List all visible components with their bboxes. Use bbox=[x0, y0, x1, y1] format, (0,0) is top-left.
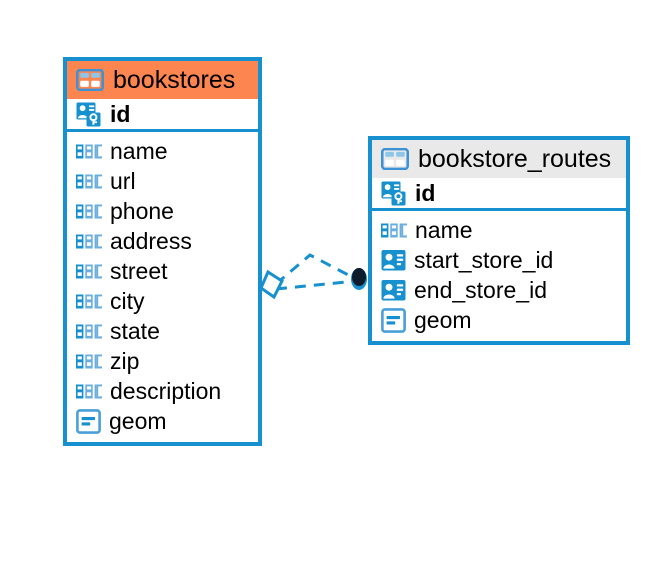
filled-circle-marker bbox=[352, 268, 366, 286]
table-icon bbox=[76, 69, 104, 92]
field-row-name[interactable]: name bbox=[67, 136, 258, 166]
field-row-address[interactable]: address bbox=[67, 226, 258, 256]
field-label-description: description bbox=[110, 377, 222, 404]
field-label-geom: geom bbox=[109, 407, 167, 434]
field-row-state[interactable]: state bbox=[67, 316, 258, 346]
foreign-key-icon bbox=[381, 278, 406, 302]
abc-text-icon bbox=[76, 293, 102, 309]
field-label-id: id bbox=[415, 179, 436, 206]
field-list-bookstores: name url bbox=[67, 132, 258, 442]
abc-text-icon bbox=[76, 263, 102, 279]
field-row-street[interactable]: street bbox=[67, 256, 258, 286]
field-row-phone[interactable]: phone bbox=[67, 196, 258, 226]
field-label-geom: geom bbox=[414, 306, 472, 333]
field-row-description[interactable]: description bbox=[67, 376, 258, 406]
field-label-name: name bbox=[415, 216, 473, 243]
field-row-zip[interactable]: zip bbox=[67, 346, 258, 376]
field-row-id[interactable]: id bbox=[67, 99, 258, 129]
field-row-url[interactable]: url bbox=[67, 166, 258, 196]
geometry-icon bbox=[76, 408, 101, 434]
primary-key-icon bbox=[381, 180, 407, 206]
field-row-id[interactable]: id bbox=[372, 178, 626, 208]
field-list-bookstore-routes: name start_store_id bbox=[372, 211, 626, 341]
field-label-start-store-id: start_store_id bbox=[414, 246, 554, 273]
field-label-end-store-id: end_store_id bbox=[414, 276, 547, 303]
entity-header-bookstores[interactable]: bookstores bbox=[67, 61, 258, 100]
abc-text-icon bbox=[76, 383, 102, 399]
abc-text-icon bbox=[76, 173, 102, 189]
field-row-end-store-id[interactable]: end_store_id bbox=[372, 275, 626, 305]
field-label-name: name bbox=[110, 137, 168, 164]
foreign-key-icon bbox=[381, 248, 406, 272]
field-label-url: url bbox=[110, 167, 136, 194]
table-icon bbox=[381, 148, 409, 171]
field-label-zip: zip bbox=[110, 347, 140, 374]
abc-text-icon bbox=[381, 222, 407, 238]
abc-text-icon bbox=[76, 323, 102, 339]
entity-title-bookstores: bookstores bbox=[113, 66, 236, 94]
circle-marker-ring bbox=[351, 268, 367, 290]
field-row-geom[interactable]: geom bbox=[67, 406, 258, 436]
field-label-state: state bbox=[110, 317, 160, 344]
field-label-phone: phone bbox=[110, 197, 174, 224]
abc-text-icon bbox=[76, 353, 102, 369]
field-row-city[interactable]: city bbox=[67, 286, 258, 316]
entity-bookstores[interactable]: bookstores id bbox=[63, 57, 262, 447]
field-row-start-store-id[interactable]: start_store_id bbox=[372, 245, 626, 275]
primary-key-section-bookstores: id bbox=[67, 99, 258, 133]
field-label-street: street bbox=[110, 257, 168, 284]
field-label-id: id bbox=[110, 100, 131, 127]
abc-text-icon bbox=[76, 203, 102, 219]
primary-key-icon bbox=[76, 101, 102, 127]
abc-text-icon bbox=[76, 233, 102, 249]
abc-text-icon bbox=[76, 143, 102, 159]
field-label-address: address bbox=[110, 227, 192, 254]
geometry-icon bbox=[381, 307, 406, 333]
entity-bookstore-routes[interactable]: bookstore_routes bbox=[368, 136, 630, 346]
entity-title-bookstore-routes: bookstore_routes bbox=[418, 145, 612, 173]
relationship-line-upper bbox=[275, 253, 357, 286]
entity-header-bookstore-routes[interactable]: bookstore_routes bbox=[372, 140, 626, 179]
field-label-city: city bbox=[110, 287, 145, 314]
primary-key-section-bookstore-routes: id bbox=[372, 178, 626, 212]
open-diamond-marker bbox=[259, 269, 284, 300]
relationship-line-lower bbox=[275, 279, 357, 291]
field-row-geom[interactable]: geom bbox=[372, 305, 626, 335]
field-row-name[interactable]: name bbox=[372, 215, 626, 245]
